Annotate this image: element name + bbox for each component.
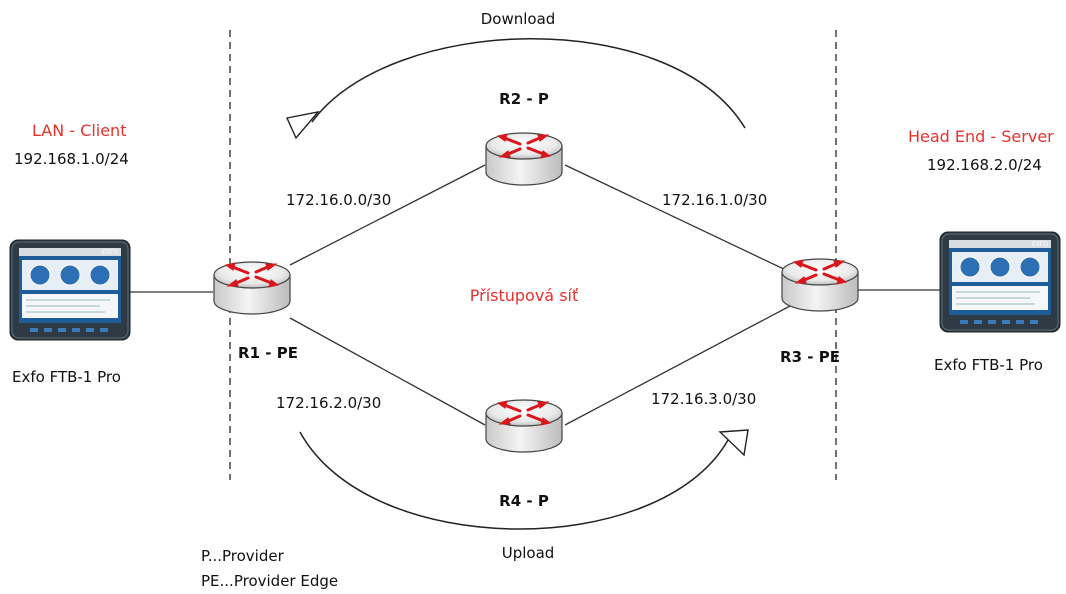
- server-subnet: 192.168.2.0/24: [927, 156, 1042, 174]
- legend-pe: PE...Provider Edge: [201, 572, 338, 590]
- download-arrow: [285, 38, 746, 140]
- link-r2-r3: [564, 164, 791, 273]
- device-brand-label: EXFO: [102, 249, 118, 256]
- server-device-icon: EXFO: [939, 231, 1061, 333]
- link-r1-r4-label: 172.16.2.0/30: [276, 394, 381, 412]
- legend-p: P...Provider: [201, 547, 285, 565]
- link-r4-r3-label: 172.16.3.0/30: [651, 390, 756, 408]
- upload-label: Upload: [502, 544, 555, 562]
- router-r4-label: R4 - P: [499, 492, 549, 510]
- client-device-icon: EXFO: [9, 239, 131, 341]
- router-r2-icon: [484, 131, 564, 187]
- access-network-label: Přístupová síť: [470, 286, 579, 305]
- link-r2-r3-label: 172.16.1.0/30: [662, 191, 767, 209]
- download-label: Download: [481, 10, 556, 28]
- link-r1-r2: [289, 164, 486, 266]
- link-r1-r4: [289, 317, 486, 426]
- client-subnet: 192.168.1.0/24: [14, 150, 129, 168]
- router-r1-icon: [212, 260, 292, 316]
- router-r2-label: R2 - P: [499, 90, 549, 108]
- client-title: LAN - Client: [32, 121, 126, 140]
- server-title: Head End - Server: [908, 127, 1054, 146]
- server-device-label: Exfo FTB-1 Pro: [934, 356, 1043, 374]
- router-r3-label: R3 - PE: [780, 348, 840, 366]
- router-r1-label: R1 - PE: [238, 344, 298, 362]
- upload-arrow: [299, 429, 749, 530]
- link-r4-r3: [564, 305, 791, 426]
- device-brand-label: EXFO: [1032, 241, 1048, 248]
- router-r3-icon: [780, 257, 860, 313]
- client-device-label: Exfo FTB-1 Pro: [12, 368, 121, 386]
- router-r4-icon: [484, 398, 564, 454]
- link-r1-r2-label: 172.16.0.0/30: [286, 191, 391, 209]
